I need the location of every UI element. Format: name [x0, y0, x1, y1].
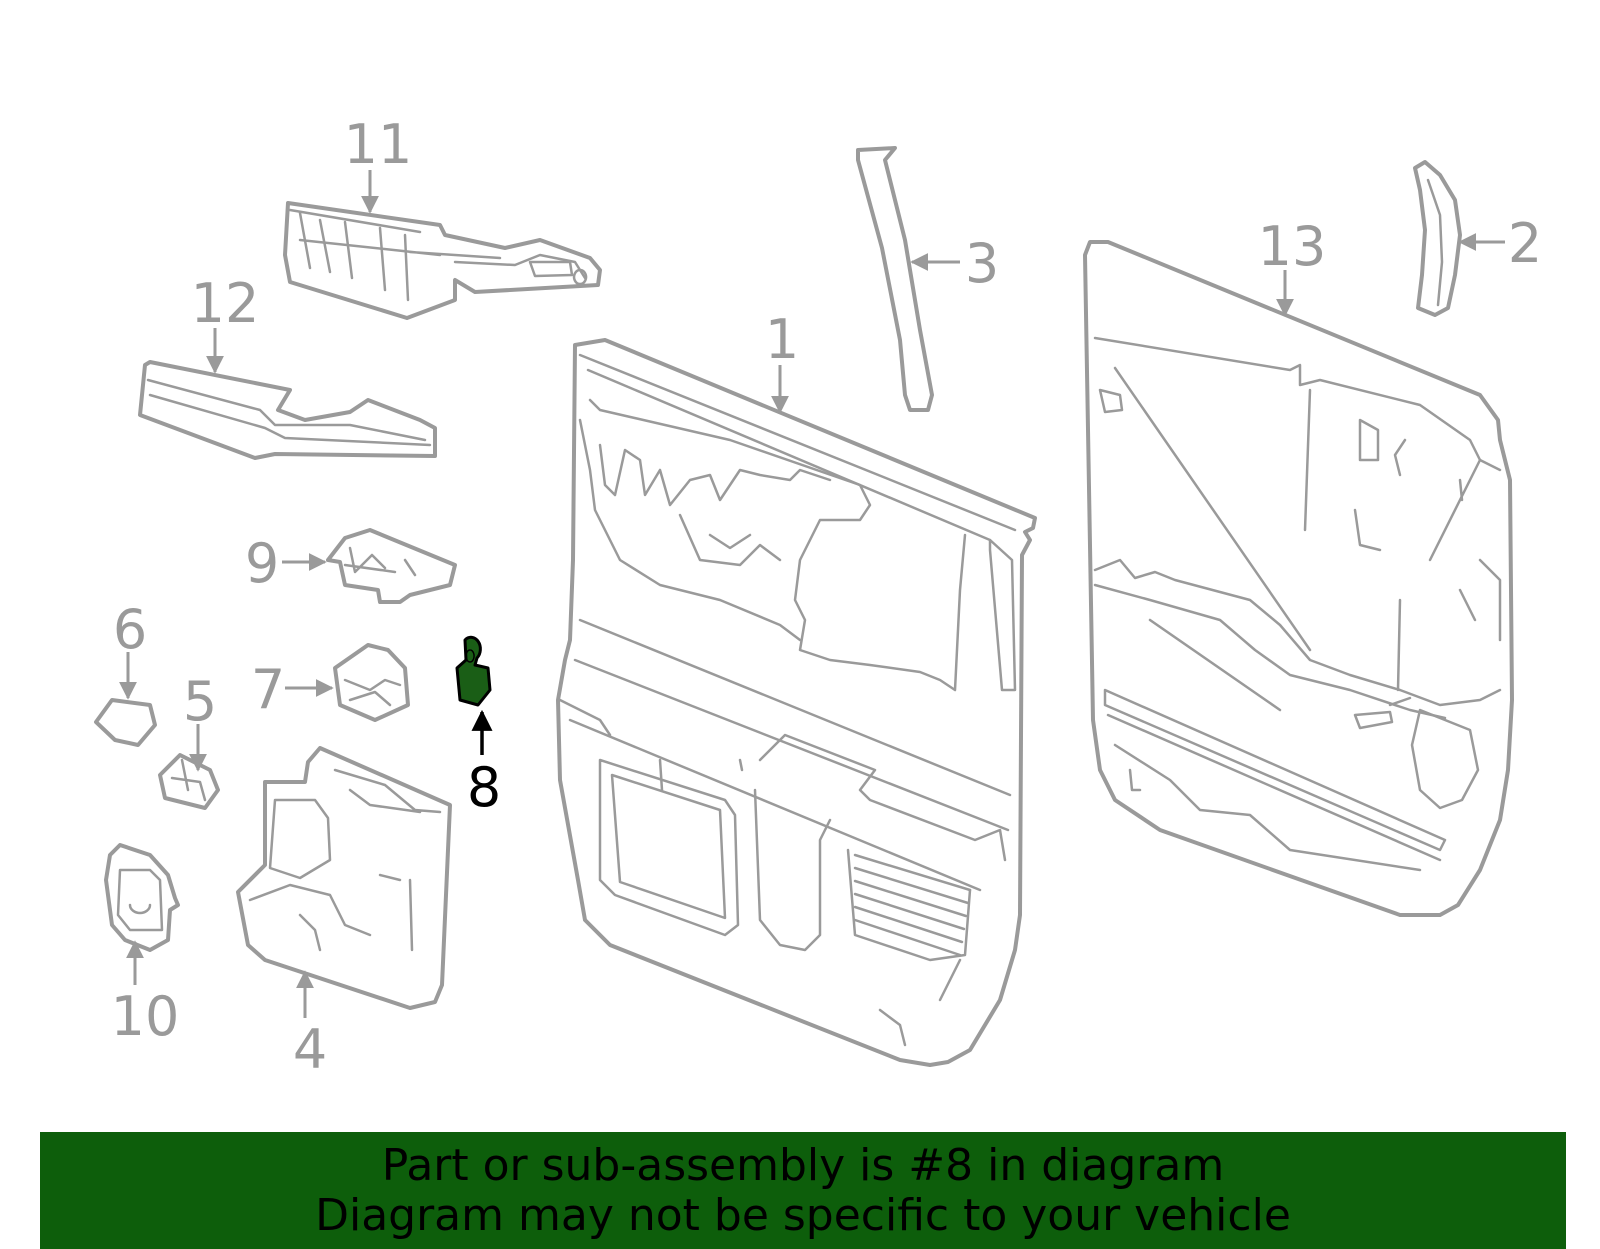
- part-3-trim-strip: [856, 146, 934, 412]
- callout-1: 1: [765, 308, 799, 371]
- part-2-trim-strip: [1413, 160, 1462, 317]
- callout-12: 12: [191, 272, 260, 335]
- part-6-clip: [94, 698, 157, 747]
- part-10-cover: [104, 843, 180, 952]
- callout-4: 4: [293, 1018, 327, 1081]
- callout-7: 7: [251, 658, 285, 721]
- callout-5: 5: [183, 670, 217, 733]
- callout-6: 6: [113, 598, 147, 661]
- banner-line-2: Diagram may not be specific to your vehi…: [315, 1189, 1291, 1241]
- part-11-switch-bezel: [283, 201, 602, 320]
- part-9-trim-piece: [326, 528, 457, 604]
- callout-13: 13: [1258, 215, 1327, 278]
- part-12-armrest: [138, 360, 437, 460]
- callout-3: 3: [965, 232, 999, 295]
- leader-lines: [119, 170, 1505, 1018]
- info-banner: Part or sub-assembly is #8 in diagram Di…: [40, 1132, 1566, 1249]
- callout-10: 10: [111, 985, 180, 1048]
- part-4-lower-pocket: [236, 746, 452, 1010]
- part-5-bracket: [158, 753, 220, 810]
- callout-labels: 11 12 9 6 5 7 8 10 4 3 2 1 13: [111, 113, 1543, 1081]
- callout-9: 9: [245, 532, 279, 595]
- part-13-door-inner-panel: [1083, 240, 1514, 917]
- callout-11: 11: [344, 113, 413, 176]
- part-7-switch: [333, 643, 410, 722]
- callout-8: 8: [467, 756, 501, 819]
- part-1-door-trim-panel: [556, 338, 1037, 1067]
- banner-line-1: Part or sub-assembly is #8 in diagram: [381, 1139, 1225, 1191]
- part-8-highlighted: [455, 635, 492, 707]
- callout-2: 2: [1508, 212, 1542, 275]
